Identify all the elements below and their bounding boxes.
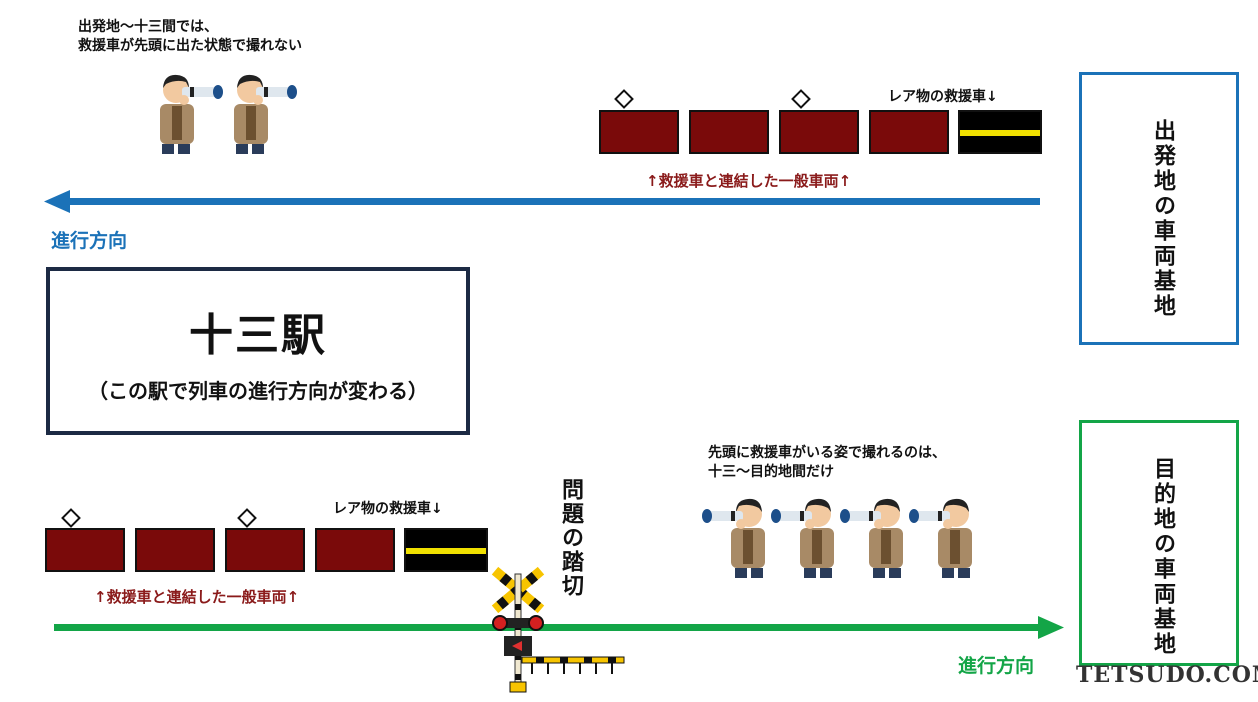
pantograph-icon [237,508,257,528]
general-car [225,528,305,572]
bottom-photographer-note: 先頭に救援車がいる姿で撮れるのは、 十三～目的地間だけ [708,444,946,482]
rescue-car [958,110,1042,154]
top-note-line-1: 出発地～十三間では、 [78,19,218,35]
photographer-icon [702,498,765,578]
top-photographer-note: 出発地～十三間では、 救援車が先頭に出た状態で撮れない [78,18,302,56]
destination-depot-box: 目的地の車両基地 [1079,420,1239,666]
station-box: 十三駅 （この駅で列車の進行方向が変わる） [46,267,470,435]
general-car [599,110,679,154]
photographer-icon [840,498,903,578]
bottom-direction-label: 進行方向 [958,655,1035,677]
direction-arrow-right [54,616,1064,639]
station-subtitle: （この駅で列車の進行方向が変わる） [88,379,428,403]
rescue-car-stripe [960,130,1040,136]
top-direction-label: 進行方向 [51,230,128,252]
crossing-label: 問題の踏切 [558,478,583,598]
bottom-note-line-1: 先頭に救援車がいる姿で撮れるのは、 [708,445,946,461]
pantograph-icon [614,89,634,109]
general-car [45,528,125,572]
bottom-cars-caption: ↑救援車と連結した一般車両↑ [94,588,300,606]
general-car [869,110,949,154]
general-car [689,110,769,154]
station-name: 十三駅 [189,310,327,361]
general-car [315,528,395,572]
general-car [779,110,859,154]
origin-depot-label: 出発地の車両基地 [1150,119,1175,319]
origin-depot-box: 出発地の車両基地 [1079,72,1239,345]
photographer-icon [909,498,972,578]
pantograph-icon [61,508,81,528]
top-note-line-2: 救援車が先頭に出た状態で撮れない [78,38,302,54]
pantograph-icon [791,89,811,109]
bottom-rare-label: レア物の救援車↓ [333,501,443,517]
rescue-car-stripe [406,548,486,554]
tetsudo-logo: TETSUDO.COM [1076,662,1258,688]
general-car [135,528,215,572]
rescue-car [404,528,488,572]
top-rare-label: レア物の救援車↓ [888,89,998,105]
photographer-icon [160,74,223,154]
direction-arrow-left [44,190,1040,213]
railroad-crossing-icon [491,566,625,693]
top-cars-caption: ↑救援車と連結した一般車両↑ [646,172,852,190]
bottom-note-line-2: 十三～目的地間だけ [708,464,834,480]
photographer-icon [771,498,834,578]
photographer-icon [234,74,297,154]
destination-depot-label: 目的地の車両基地 [1150,457,1175,657]
